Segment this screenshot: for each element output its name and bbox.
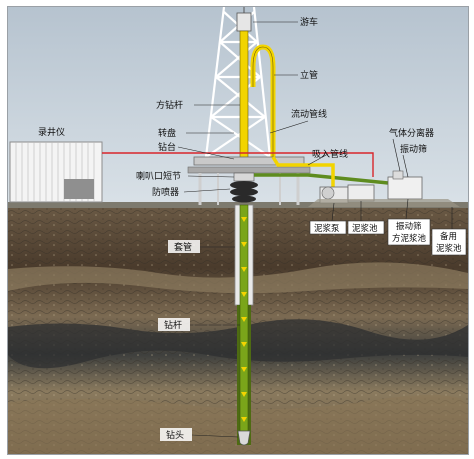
standpipe-outline	[252, 46, 274, 157]
drill-pipe-label: 钻杆	[164, 319, 182, 331]
casing-label: 套管	[174, 241, 192, 253]
rotary-table-label: 转盘	[158, 127, 176, 139]
reserve-pit-label-line2: 泥浆池	[436, 243, 462, 254]
mud-pit-label: 泥浆池	[352, 223, 378, 234]
suction-line-label: 吸入管线	[312, 148, 348, 160]
traveling-block-label: 游车	[300, 16, 318, 28]
shale-shaker-label: 振动筛	[400, 143, 427, 155]
mud-flow-arrows	[241, 217, 247, 422]
pit-embankment	[308, 199, 460, 207]
logging-signal-line	[102, 152, 374, 177]
rig-floor	[187, 156, 311, 205]
reserve-pit-label-line1: 备用	[440, 231, 457, 242]
mud-pit	[347, 184, 375, 202]
drill-bit	[237, 430, 251, 446]
rig-floor-label: 钻台	[158, 141, 176, 153]
mud-pump-label: 泥浆泵	[314, 223, 340, 234]
drill-bit-label: 钻头	[166, 429, 184, 441]
drill-pipe-tag: 钻杆	[158, 318, 190, 331]
casing-tag: 套管	[168, 240, 200, 253]
shaker-pit-label-line2: 方泥浆池	[392, 233, 427, 244]
drilling-rig-diagram: 录井仪	[7, 6, 469, 455]
gas-separator-label: 气体分离器	[389, 127, 434, 139]
suction-line	[271, 156, 335, 192]
bop-stack	[230, 172, 258, 203]
standpipe-label: 立管	[300, 69, 318, 81]
reserve-pit-tag: 备用 泥浆池	[431, 228, 467, 256]
kelly-label: 方钻杆	[156, 99, 183, 111]
kelly	[239, 30, 249, 162]
mud-pump-tag: 泥浆泵	[309, 220, 347, 235]
leader-lines	[177, 21, 453, 438]
flowline	[254, 173, 389, 185]
logging-unit-label: 录井仪	[38, 126, 65, 138]
diagram-canvas: 录井仪	[8, 7, 468, 454]
mud-pit-tag: 泥浆池	[347, 220, 385, 235]
bell-nipple-label: 喇叭口短节	[136, 170, 181, 182]
shaker-pit-label-line1: 振动筛	[396, 221, 422, 232]
drill-bit-tag: 钻头	[160, 428, 192, 441]
shaker-pit-tag: 振动筛 方泥浆池	[387, 218, 431, 246]
flowline-label: 流动管线	[291, 108, 327, 120]
logging-unit-trailer	[9, 141, 103, 203]
bop-label: 防喷器	[152, 186, 179, 198]
